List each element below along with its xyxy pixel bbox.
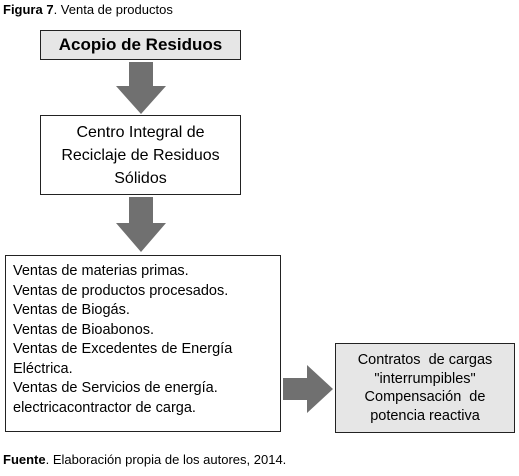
arrow-down-1 xyxy=(116,62,166,114)
node-acopio-de-residuos: Acopio de Residuos xyxy=(40,30,241,60)
source-label: Fuente xyxy=(3,452,46,467)
node-centro-line-1: Centro Integral de xyxy=(76,123,205,141)
node-contratos-line-2: "interrumpibles" xyxy=(374,370,476,387)
ventas-item: Ventas de Bioabonos. xyxy=(13,321,155,338)
arrow-right xyxy=(283,365,333,413)
node-centro-line-3: Sólidos xyxy=(114,169,167,187)
arrow-down-2 xyxy=(116,197,166,252)
ventas-item: Eléctrica. xyxy=(13,360,73,377)
ventas-item: Ventas de Excedentes de Energía xyxy=(13,341,233,357)
figure-caption: Figura 7. Venta de productos xyxy=(3,2,173,17)
node-ventas: Ventas de materias primas. Ventas de pro… xyxy=(5,255,281,432)
node-contratos: Contratos de cargas "interrumpibles" Com… xyxy=(335,343,515,433)
ventas-item: electricacontractor de carga. xyxy=(13,399,196,416)
node-acopio-label: Acopio de Residuos xyxy=(58,35,223,54)
ventas-item: Ventas de materias primas. xyxy=(13,263,189,279)
figure-label: Figura 7 xyxy=(3,2,54,17)
ventas-item: Ventas de Biogás. xyxy=(13,302,130,318)
node-contratos-line-1: Contratos de cargas xyxy=(357,352,493,368)
ventas-item: Ventas de Servicios de energía. xyxy=(13,380,218,396)
ventas-item: Ventas de productos procesados. xyxy=(13,282,229,299)
node-contratos-line-3: Compensación de xyxy=(364,389,486,405)
node-centro-integral: Centro Integral de Reciclaje de Residuos… xyxy=(40,115,241,195)
source-caption: Fuente. Elaboración propia de los autore… xyxy=(3,452,286,467)
source-text: . Elaboración propia de los autores, 201… xyxy=(45,452,287,467)
figure-title: . Venta de productos xyxy=(53,2,173,17)
node-centro-line-2: Reciclaje de Residuos xyxy=(61,146,220,164)
node-contratos-line-4: potencia reactiva xyxy=(370,407,480,424)
